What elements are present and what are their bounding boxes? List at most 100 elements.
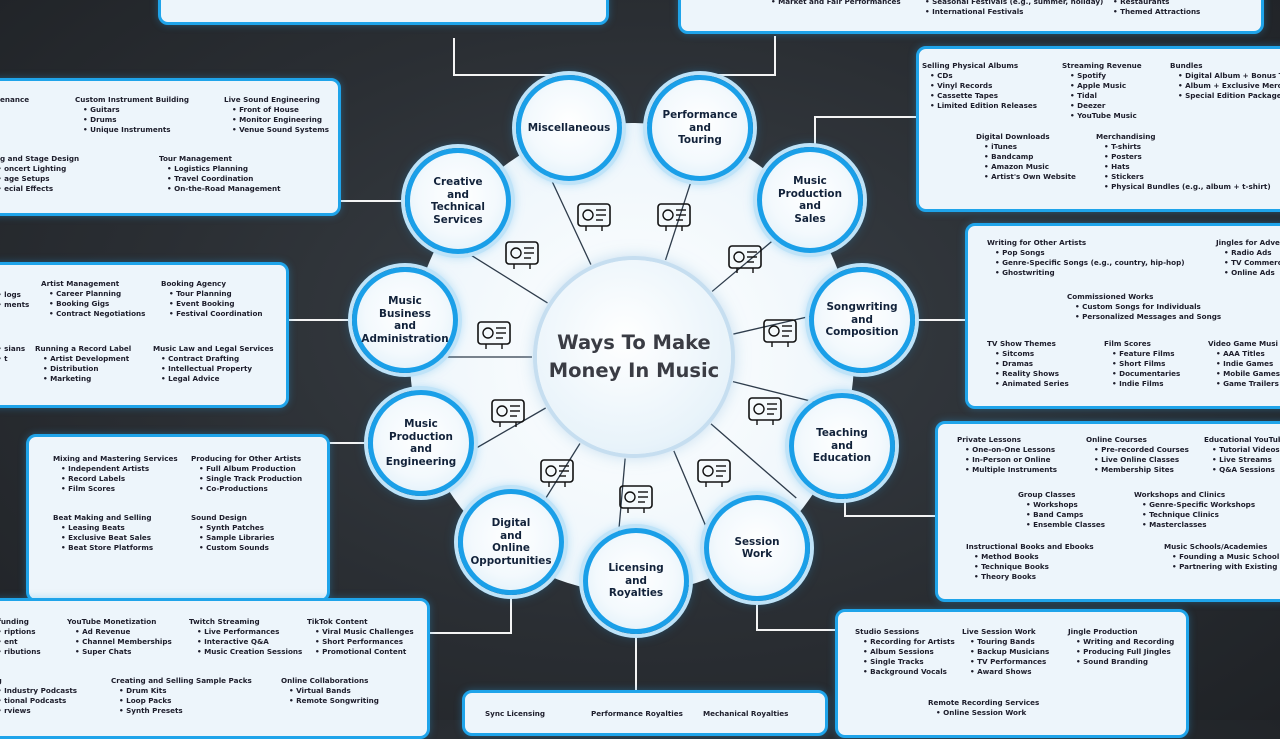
category-heading: Commissioned Works xyxy=(1067,292,1154,301)
category-item: Personalized Messages and Songs xyxy=(1067,312,1221,322)
category-group: Sound DesignSynth PatchesSample Librarie… xyxy=(191,513,274,553)
category-heading: Studio Sessions xyxy=(855,627,920,636)
category-item: Channel Memberships xyxy=(67,637,172,647)
category-heading: ing xyxy=(0,676,77,686)
category-item: Custom Songs for Individuals xyxy=(1067,302,1221,312)
box-sales: Selling Physical AlbumsCDsVinyl RecordsC… xyxy=(916,46,1280,212)
category-heading: Merchandising xyxy=(1096,132,1156,141)
category-item: Indie Films xyxy=(1104,379,1180,389)
category-item: Tutorial Videos xyxy=(1204,445,1280,455)
category-heading: Mixing and Mastering Services xyxy=(53,454,178,463)
title-line-1: Ways To Make xyxy=(557,331,711,354)
category-heading: ting and Stage Design xyxy=(0,154,80,163)
category-item: Sound Branding xyxy=(1068,657,1174,667)
category-heading: Instructional Books and Ebooks xyxy=(966,542,1094,551)
category-item: Festival Coordination xyxy=(161,309,262,319)
category-heading: Creating and Selling Sample Packs xyxy=(111,676,252,685)
category-item: oncert Lighting xyxy=(0,164,79,174)
connector-line xyxy=(814,116,918,150)
category-item: Exclusive Beat Sales xyxy=(53,533,153,543)
box-top-misc xyxy=(158,0,609,25)
node-miscellaneous: Miscellaneous xyxy=(516,75,622,181)
category-item: Event Booking xyxy=(161,299,263,309)
category-item: Multiple Instruments xyxy=(957,465,1057,475)
category-item: Front of House xyxy=(224,105,329,115)
category-group: Twitch StreamingLive PerformancesInterac… xyxy=(189,617,302,657)
category-item: Recording for Artists xyxy=(855,637,955,647)
category-item: Membership Sites xyxy=(1086,465,1189,475)
category-item: Unique Instruments xyxy=(75,125,189,135)
category-item: Super Chats xyxy=(67,647,172,657)
category-item: Album + Exclusive Merch xyxy=(1170,81,1280,91)
box-business: logsmentsArtist ManagementCareer Plannin… xyxy=(0,262,289,408)
category-item: Seasonal Festivals (e.g., summer, holida… xyxy=(917,0,1103,7)
category-item: Award Shows xyxy=(962,667,1049,677)
category-item: Digital Album + Bonus Trac xyxy=(1170,71,1280,81)
category-item: Bandcamp xyxy=(976,152,1076,162)
category-item: Legal Advice xyxy=(153,374,274,384)
headset-laptop-icon xyxy=(697,459,731,487)
category-item: Synth Patches xyxy=(191,523,274,533)
category-item: Virtual Bands xyxy=(281,686,379,696)
category-heading: Group Classes xyxy=(1018,490,1076,499)
category-item: Promotional Content xyxy=(307,647,414,657)
connector-line xyxy=(453,38,569,76)
category-heading: Bundles xyxy=(1170,61,1203,70)
mixing-desk-icon xyxy=(491,399,525,427)
category-item: Writing and Recording xyxy=(1068,637,1174,647)
category-heading: Workshops and Clinics xyxy=(1134,490,1226,499)
category-item: Synth Presets xyxy=(111,706,252,716)
category-item: Beat Store Platforms xyxy=(53,543,153,553)
category-heading: TV Show Themes xyxy=(987,339,1056,348)
category-heading: Sync Licensing xyxy=(485,709,546,718)
category-group: TV Show ThemesSitcomsDramasReality Shows… xyxy=(987,339,1069,389)
connector-line xyxy=(700,36,776,76)
category-item: Music Creation Sessions xyxy=(189,647,302,657)
category-item: Theory Books xyxy=(966,572,1094,582)
studio-setup-icon xyxy=(505,241,539,269)
gears-network-icon xyxy=(577,203,611,231)
category-group: ingIndustry Podcaststional Podcastsrview… xyxy=(0,676,77,716)
category-item: ecial Effects xyxy=(0,184,79,194)
category-group: Beat Making and SellingLeasing BeatsExcl… xyxy=(53,513,153,553)
category-item: T-shirts xyxy=(1096,142,1271,152)
category-group: Music Law and Legal ServicesContract Dra… xyxy=(153,344,274,384)
category-item: Touring Bands xyxy=(962,637,1049,647)
category-heading: Online Courses xyxy=(1086,435,1147,444)
category-item: Logistics Planning xyxy=(159,164,281,174)
category-item: Independent Artists xyxy=(53,464,178,474)
category-item: Leasing Beats xyxy=(53,523,153,533)
category-group: Running a Record LabelArtist Development… xyxy=(35,344,131,384)
category-item: TV Commercials xyxy=(1216,258,1280,268)
category-heading: intenance xyxy=(0,95,30,104)
category-heading: Educational YouTub xyxy=(1204,435,1280,444)
category-group: ting and Stage Designoncert Lightingage … xyxy=(0,154,79,194)
category-item: Industry Podcasts xyxy=(0,686,77,696)
category-item: Animated Series xyxy=(987,379,1069,389)
category-item: rviews xyxy=(0,706,77,716)
category-item: YouTube Music xyxy=(1062,111,1142,121)
box-songwriting: Writing for Other ArtistsPop SongsGenre-… xyxy=(965,223,1280,409)
category-item: Limited Edition Releases xyxy=(922,101,1037,111)
category-item: Pop Songs xyxy=(987,248,1185,258)
category-heading: Digital Downloads xyxy=(976,132,1050,141)
category-group: TikTok ContentViral Music ChallengesShor… xyxy=(307,617,414,657)
category-item: tional Podcasts xyxy=(0,696,77,706)
category-item: International Festivals xyxy=(917,7,1103,17)
category-item: Spotify xyxy=(1062,71,1142,81)
category-group: Studio SessionsRecording for ArtistsAlbu… xyxy=(855,627,955,677)
category-group: Jingle ProductionWriting and RecordingPr… xyxy=(1068,627,1174,667)
category-group: Group ClassesWorkshopsBand CampsEnsemble… xyxy=(1018,490,1105,530)
category-heading: Jingles for Advertiseme xyxy=(1216,238,1280,247)
category-group: Custom Instrument BuildingGuitarsDrumsUn… xyxy=(75,95,189,135)
category-group: Creating and Selling Sample PacksDrum Ki… xyxy=(111,676,252,716)
